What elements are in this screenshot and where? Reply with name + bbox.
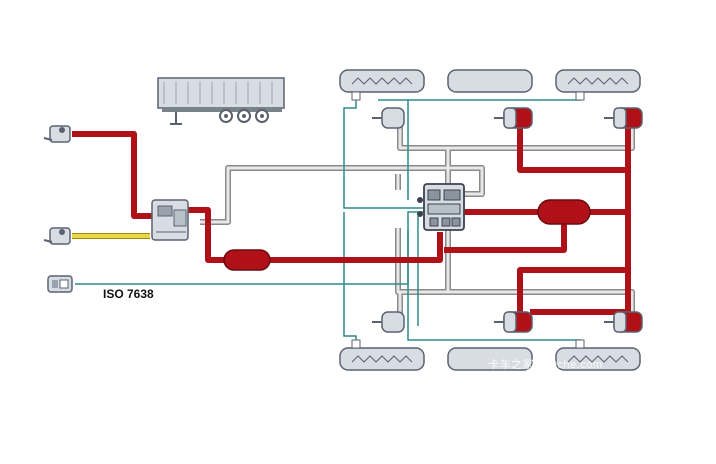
electric-lines — [75, 95, 581, 345]
wheel-tyre — [339, 69, 641, 371]
reservoir-icon — [223, 199, 591, 271]
electrical-connector-icon — [47, 275, 73, 293]
wheel-sensor-icon — [351, 91, 585, 349]
coupling-head-icon — [43, 125, 71, 245]
pressure-lines — [72, 118, 631, 320]
trailer-icon — [157, 77, 285, 125]
ebs-modulator-icon — [417, 183, 465, 231]
relay-emergency-valve-icon — [151, 199, 189, 241]
brake-chamber-icon — [372, 107, 643, 333]
watermark: 卡车之家 360che.com — [488, 359, 603, 371]
iso-7638-label: ISO 7638 — [103, 287, 154, 301]
